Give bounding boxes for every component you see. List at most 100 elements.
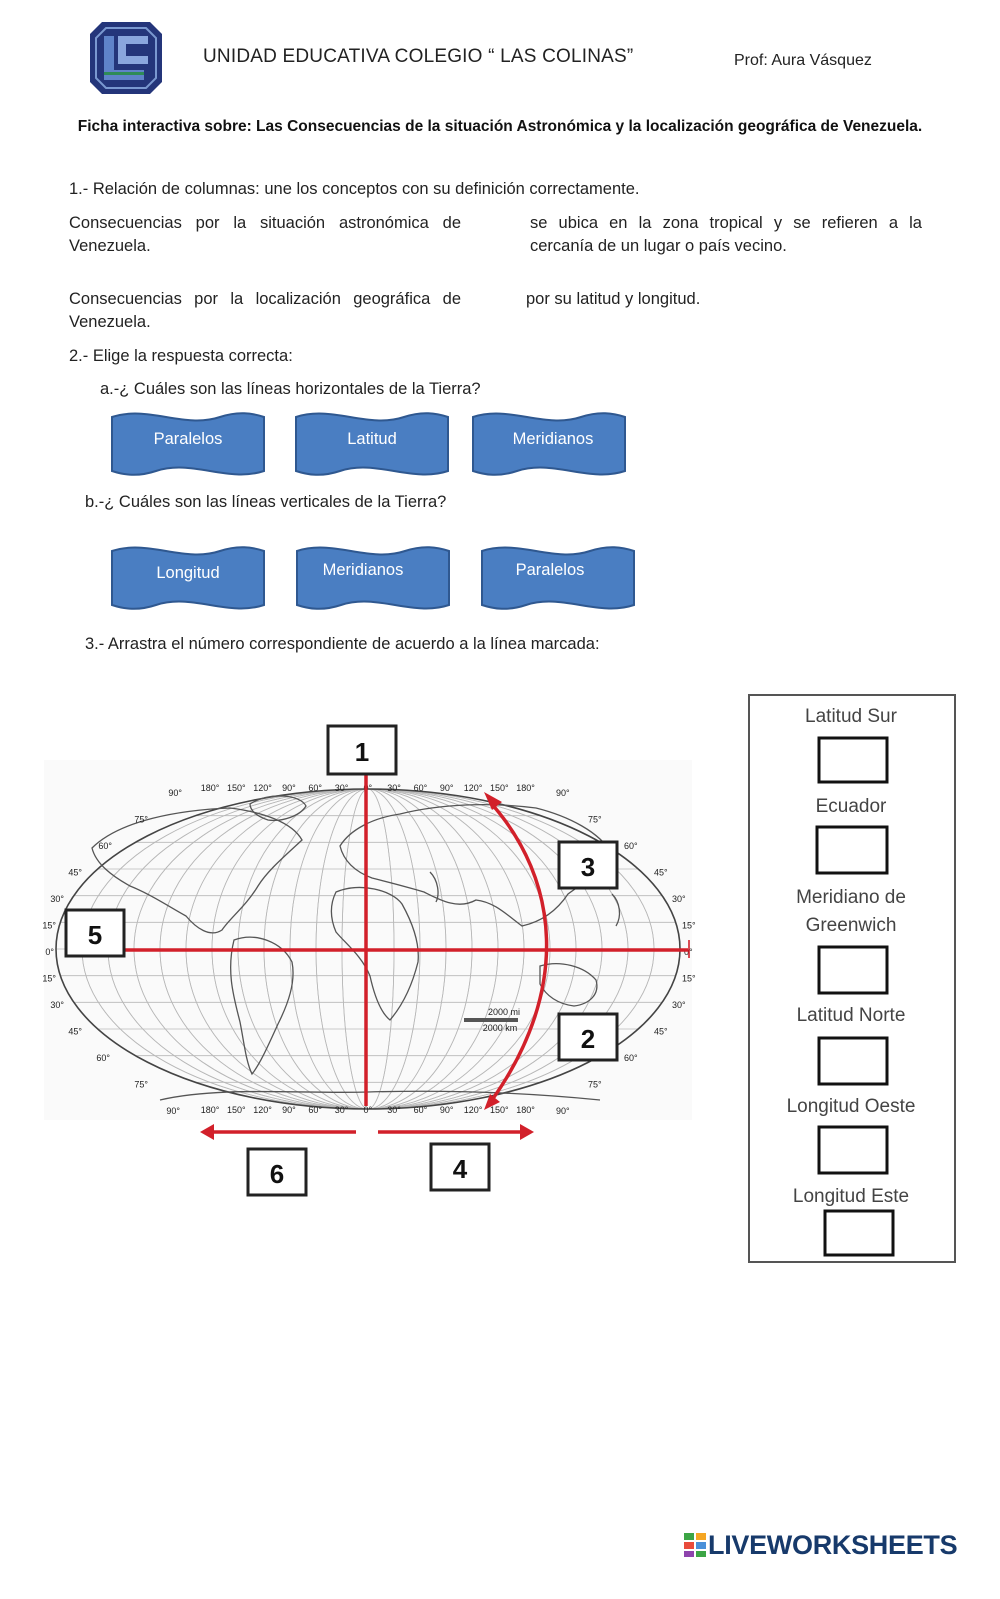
right-latitude-label: 75° xyxy=(588,1080,602,1090)
svg-text:Latitud: Latitud xyxy=(347,430,397,448)
svg-text:2000 km: 2000 km xyxy=(483,1023,518,1033)
answer-panel: Latitud Sur Ecuador Meridiano de Greenwi… xyxy=(748,694,956,1263)
right-latitude-label: 30° xyxy=(672,1000,686,1010)
top-longitude-label: 60° xyxy=(414,783,428,793)
worksheet-title: Ficha interactiva sobre: Las Consecuenci… xyxy=(77,118,923,135)
number-badge-1[interactable]: 1 xyxy=(326,724,398,776)
right-latitude-label: 90° xyxy=(556,788,570,798)
left-latitude-label: 0° xyxy=(45,947,54,957)
q2b-question: b.-¿ Cuáles son las líneas verticales de… xyxy=(85,493,447,511)
right-latitude-label: 15° xyxy=(682,974,696,984)
q1-prompt: 1.- Relación de columnas: une los concep… xyxy=(69,180,640,198)
top-longitude-label: 180° xyxy=(201,783,220,793)
world-map: 180°150°120°90°60°30°0°30°60°90°120°150°… xyxy=(42,724,696,1197)
bottom-longitude-label: 30° xyxy=(387,1105,401,1115)
left-latitude-label: 45° xyxy=(68,1027,82,1037)
q1-left-item-2[interactable]: Consecuencias por la localización geográ… xyxy=(69,290,461,331)
top-longitude-label: 90° xyxy=(440,783,454,793)
scale-bar: 2000 mi 2000 km xyxy=(464,1007,520,1033)
bottom-longitude-label: 60° xyxy=(414,1105,428,1115)
school-name: UNIDAD EDUCATIVA COLEGIO “ LAS COLINAS” xyxy=(203,46,634,67)
q2b-option-paralelos[interactable]: Paralelos xyxy=(481,546,635,610)
q2b-option-meridianos[interactable]: Meridianos xyxy=(296,546,450,610)
svg-text:2000 mi: 2000 mi xyxy=(488,1007,520,1017)
svg-text:5: 5 xyxy=(88,920,102,950)
drop-box-latitud-sur[interactable] xyxy=(817,736,889,784)
label-longitud-este: Longitud Este xyxy=(793,1186,909,1207)
top-longitude-label: 90° xyxy=(282,783,296,793)
left-latitude-label: 75° xyxy=(134,1080,148,1090)
right-latitude-label: 90° xyxy=(556,1106,570,1116)
svg-text:Meridianos: Meridianos xyxy=(323,561,404,579)
bottom-longitude-label: 90° xyxy=(282,1105,296,1115)
q1-left-item-1[interactable]: Consecuencias por la situación astronómi… xyxy=(69,214,461,255)
liveworksheets-logo: LIVEWORKSHEETS xyxy=(684,1530,958,1561)
left-latitude-label: 90° xyxy=(166,1106,180,1116)
bottom-longitude-label: 150° xyxy=(227,1105,246,1115)
left-latitude-label: 60° xyxy=(98,841,112,851)
teacher-name: Prof: Aura Vásquez xyxy=(734,52,872,69)
label-longitud-oeste: Longitud Oeste xyxy=(787,1096,916,1117)
q2b-option-longitud[interactable]: Longitud xyxy=(111,546,265,610)
right-latitude-label: 45° xyxy=(654,868,668,878)
bottom-longitude-label: 0° xyxy=(363,1105,372,1115)
drop-box-ecuador[interactable] xyxy=(815,825,889,875)
left-latitude-label: 60° xyxy=(96,1053,110,1063)
top-longitude-label: 0° xyxy=(363,783,372,793)
q2a-option-meridianos[interactable]: Meridianos xyxy=(472,412,626,476)
top-longitude-label: 60° xyxy=(308,783,322,793)
right-latitude-label: 60° xyxy=(624,841,638,851)
right-latitude-label: 75° xyxy=(588,815,602,825)
drop-box-longitud-oeste[interactable] xyxy=(817,1125,889,1175)
number-badge-5[interactable]: 5 xyxy=(64,908,126,958)
q2a-option-paralelos[interactable]: Paralelos xyxy=(111,412,265,476)
label-latitud-sur: Latitud Sur xyxy=(805,706,898,727)
svg-text:Paralelos: Paralelos xyxy=(154,430,223,448)
bottom-longitude-label: 120° xyxy=(253,1105,272,1115)
number-badge-4[interactable]: 4 xyxy=(429,1142,491,1192)
bottom-longitude-label: 180° xyxy=(516,1105,535,1115)
marker-lines xyxy=(66,774,690,1134)
top-longitude-label: 120° xyxy=(253,783,272,793)
left-latitude-label: 90° xyxy=(168,788,182,798)
q1-right-item-2[interactable]: por su latitud y longitud. xyxy=(526,290,701,308)
bottom-longitude-label: 30° xyxy=(335,1105,349,1115)
top-longitude-label: 30° xyxy=(387,783,401,793)
q2-prompt: 2.- Elige la respuesta correcta: xyxy=(69,347,293,365)
right-latitude-label: 45° xyxy=(654,1027,668,1037)
svg-text:4: 4 xyxy=(453,1154,468,1184)
label-latitud-norte: Latitud Norte xyxy=(797,1005,906,1026)
top-longitude-label: 180° xyxy=(516,783,535,793)
q1-right-item-1[interactable]: se ubica en la zona tropical y se refier… xyxy=(530,214,922,255)
bottom-longitude-label: 60° xyxy=(308,1105,322,1115)
number-badge-2[interactable]: 2 xyxy=(557,1012,619,1062)
brand-icon xyxy=(684,1533,706,1557)
drop-box-longitud-este[interactable] xyxy=(823,1209,895,1257)
left-latitude-label: 75° xyxy=(134,815,148,825)
label-meridiano-de: Meridiano de xyxy=(796,887,906,908)
q2a-option-latitud[interactable]: Latitud xyxy=(295,412,449,476)
q3-prompt: 3.- Arrastra el número correspondiente d… xyxy=(85,635,600,653)
q2-options: Paralelos Latitud Meridianos Longitud Me… xyxy=(111,412,635,610)
label-greenwich: Greenwich xyxy=(806,915,897,936)
drop-box-meridiano-de-greenwich[interactable] xyxy=(817,945,889,995)
bottom-longitude-label: 90° xyxy=(440,1105,454,1115)
left-latitude-label: 45° xyxy=(68,868,82,878)
top-longitude-label: 150° xyxy=(490,783,509,793)
drop-box-latitud-norte[interactable] xyxy=(817,1036,889,1086)
top-longitude-label: 30° xyxy=(335,783,349,793)
left-latitude-label: 30° xyxy=(50,1000,64,1010)
number-badge-3[interactable]: 3 xyxy=(557,840,619,890)
arrowheads xyxy=(200,792,534,1140)
svg-text:2: 2 xyxy=(581,1024,595,1054)
school-logo xyxy=(90,22,162,94)
right-latitude-label: 60° xyxy=(624,1053,638,1063)
left-latitude-label: 15° xyxy=(42,974,56,984)
svg-text:1: 1 xyxy=(355,737,369,767)
bottom-longitude-label: 150° xyxy=(490,1105,509,1115)
svg-text:Longitud: Longitud xyxy=(156,564,219,582)
svg-text:6: 6 xyxy=(270,1159,284,1189)
svg-text:Paralelos: Paralelos xyxy=(516,561,585,579)
svg-text:Meridianos: Meridianos xyxy=(513,430,594,448)
number-badge-6[interactable]: 6 xyxy=(246,1147,308,1197)
